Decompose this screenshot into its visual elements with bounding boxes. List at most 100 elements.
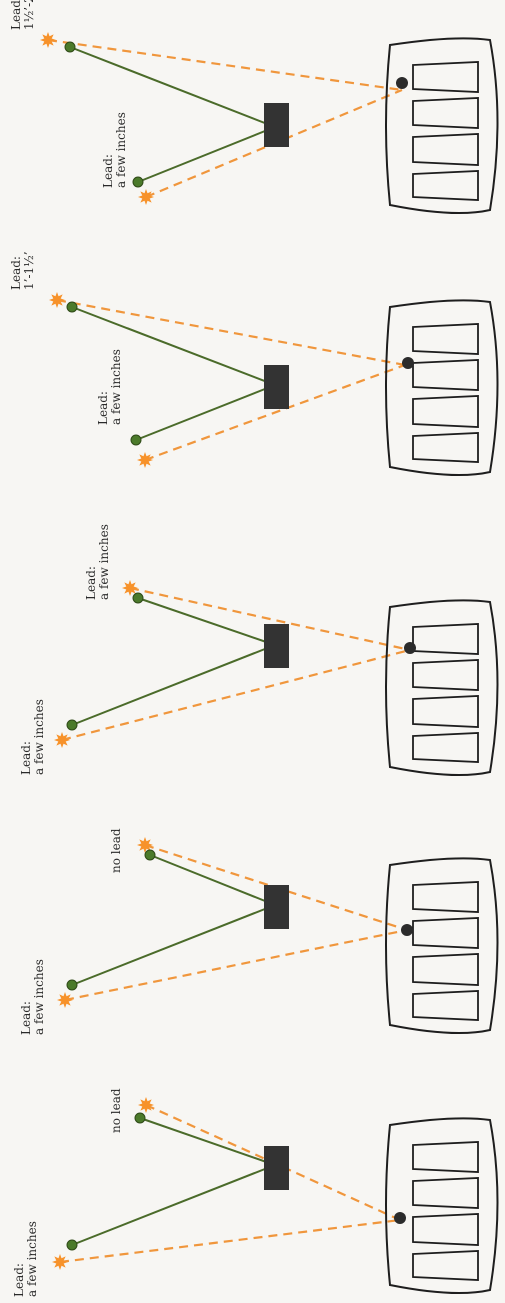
label-near-line2: a few inches bbox=[97, 524, 111, 600]
star-shape bbox=[137, 837, 153, 853]
block bbox=[264, 1146, 289, 1190]
label-near-line1: no lead bbox=[109, 1088, 123, 1133]
label-near-line1: Lead: bbox=[101, 154, 115, 188]
player-dot bbox=[404, 642, 416, 654]
fan-slot-2 bbox=[412, 359, 479, 391]
label-far-line1: Lead: bbox=[9, 256, 23, 290]
label-far-line1: Lead: bbox=[9, 0, 23, 30]
star-icon-lower bbox=[122, 580, 138, 596]
green-line-upper bbox=[71, 904, 276, 986]
player-dot bbox=[396, 77, 408, 89]
green-line-upper bbox=[69, 46, 276, 128]
fan-stencil bbox=[385, 37, 499, 215]
label-near-line1: Lead: bbox=[96, 391, 110, 425]
player-dot bbox=[401, 924, 413, 936]
fan-outline bbox=[385, 1117, 499, 1295]
fan-slot-1 bbox=[412, 61, 479, 93]
orange-dash-lower bbox=[144, 363, 406, 462]
green-line-lower bbox=[149, 854, 276, 906]
label-far-line1: Lead: bbox=[12, 1263, 26, 1297]
player-dot bbox=[402, 357, 414, 369]
star-icon-lower bbox=[137, 452, 153, 468]
block bbox=[264, 365, 289, 409]
fan-slot-3 bbox=[412, 695, 479, 728]
fan-stencil bbox=[385, 599, 499, 777]
star-shape bbox=[138, 1097, 154, 1113]
fan-slot-2 bbox=[412, 917, 479, 949]
green-line-upper bbox=[71, 1164, 276, 1246]
star-icon-lower bbox=[138, 189, 154, 205]
green-line-upper bbox=[71, 644, 276, 726]
label-near-line2: a few inches bbox=[109, 349, 123, 425]
label-far-line2: a few inches bbox=[32, 699, 46, 775]
fan-slot-2 bbox=[412, 1177, 479, 1209]
label-far-line2: 1½’-2’ bbox=[22, 0, 36, 30]
fan-slot-2 bbox=[412, 659, 479, 691]
fan-stencil bbox=[385, 857, 499, 1035]
star-icon-upper bbox=[52, 1254, 68, 1270]
star-shape bbox=[122, 580, 138, 596]
green-dot-upper bbox=[66, 719, 78, 731]
fan-slot-1 bbox=[412, 323, 479, 355]
orange-dash-upper bbox=[59, 1218, 401, 1264]
star-shape bbox=[138, 189, 154, 205]
green-line-lower bbox=[135, 384, 276, 441]
green-dot-upper bbox=[64, 41, 76, 53]
star-shape bbox=[52, 1254, 68, 1270]
fan-outline bbox=[385, 599, 499, 777]
star-icon-lower bbox=[137, 837, 153, 853]
fan-slot-4 bbox=[412, 990, 479, 1021]
fan-slot-3 bbox=[412, 1213, 479, 1246]
label-near-line2: a few inches bbox=[114, 112, 128, 188]
green-dot-lower bbox=[134, 1112, 146, 1124]
label-far-line2: a few inches bbox=[25, 1221, 39, 1297]
fan-slot-4 bbox=[412, 1250, 479, 1281]
fan-slot-1 bbox=[412, 1141, 479, 1173]
fan-slot-2 bbox=[412, 97, 479, 129]
label-far-line1: Lead: bbox=[19, 741, 33, 775]
star-icon-upper bbox=[40, 32, 56, 48]
fan-stencil bbox=[385, 299, 499, 477]
panel-2: Lead: 1’-1½’ Lead: a few inches bbox=[9, 251, 499, 477]
label-near-line1: no lead bbox=[109, 828, 123, 873]
star-shape bbox=[57, 992, 73, 1008]
label-near-line1: Lead: bbox=[84, 566, 98, 600]
fan-slot-3 bbox=[412, 133, 479, 166]
green-dot-lower bbox=[132, 176, 144, 188]
fan-slot-3 bbox=[412, 395, 479, 428]
fan-slot-4 bbox=[412, 170, 479, 201]
panel-5: Lead: a few inches no lead bbox=[12, 1088, 499, 1297]
star-shape bbox=[49, 292, 65, 308]
fan-stencil bbox=[385, 1117, 499, 1295]
star-icon-lower bbox=[138, 1097, 154, 1113]
fan-outline bbox=[385, 857, 499, 1035]
label-far-line2: 1’-1½’ bbox=[22, 251, 36, 290]
panel-3: Lead: a few inches Lead: a few inches bbox=[19, 524, 499, 777]
orange-dash-upper bbox=[47, 38, 403, 92]
green-line-lower bbox=[137, 126, 276, 183]
green-dot-upper bbox=[66, 979, 78, 991]
fan-slot-3 bbox=[412, 953, 479, 986]
panel-1: Lead: 1½’-2’ Lead: a few inches bbox=[9, 0, 499, 215]
orange-dash-upper bbox=[64, 928, 408, 1002]
fan-slot-4 bbox=[412, 432, 479, 463]
block bbox=[264, 885, 289, 929]
fan-slot-4 bbox=[412, 732, 479, 763]
green-dot-upper bbox=[66, 1239, 78, 1251]
green-dot-upper bbox=[66, 301, 78, 313]
label-far-line2: a few inches bbox=[32, 959, 46, 1035]
star-icon-upper bbox=[49, 292, 65, 308]
green-dot-lower bbox=[132, 592, 144, 604]
block bbox=[264, 103, 289, 147]
green-line-lower bbox=[139, 1117, 276, 1166]
star-icon-upper bbox=[57, 992, 73, 1008]
fan-slot-1 bbox=[412, 881, 479, 913]
green-dot-lower bbox=[130, 434, 142, 446]
player-dot bbox=[394, 1212, 406, 1224]
orange-dash-upper bbox=[61, 648, 411, 742]
green-line-lower bbox=[137, 597, 276, 646]
green-line-upper bbox=[71, 306, 276, 386]
orange-dash-lower bbox=[129, 586, 411, 652]
fan-outline bbox=[385, 37, 499, 215]
